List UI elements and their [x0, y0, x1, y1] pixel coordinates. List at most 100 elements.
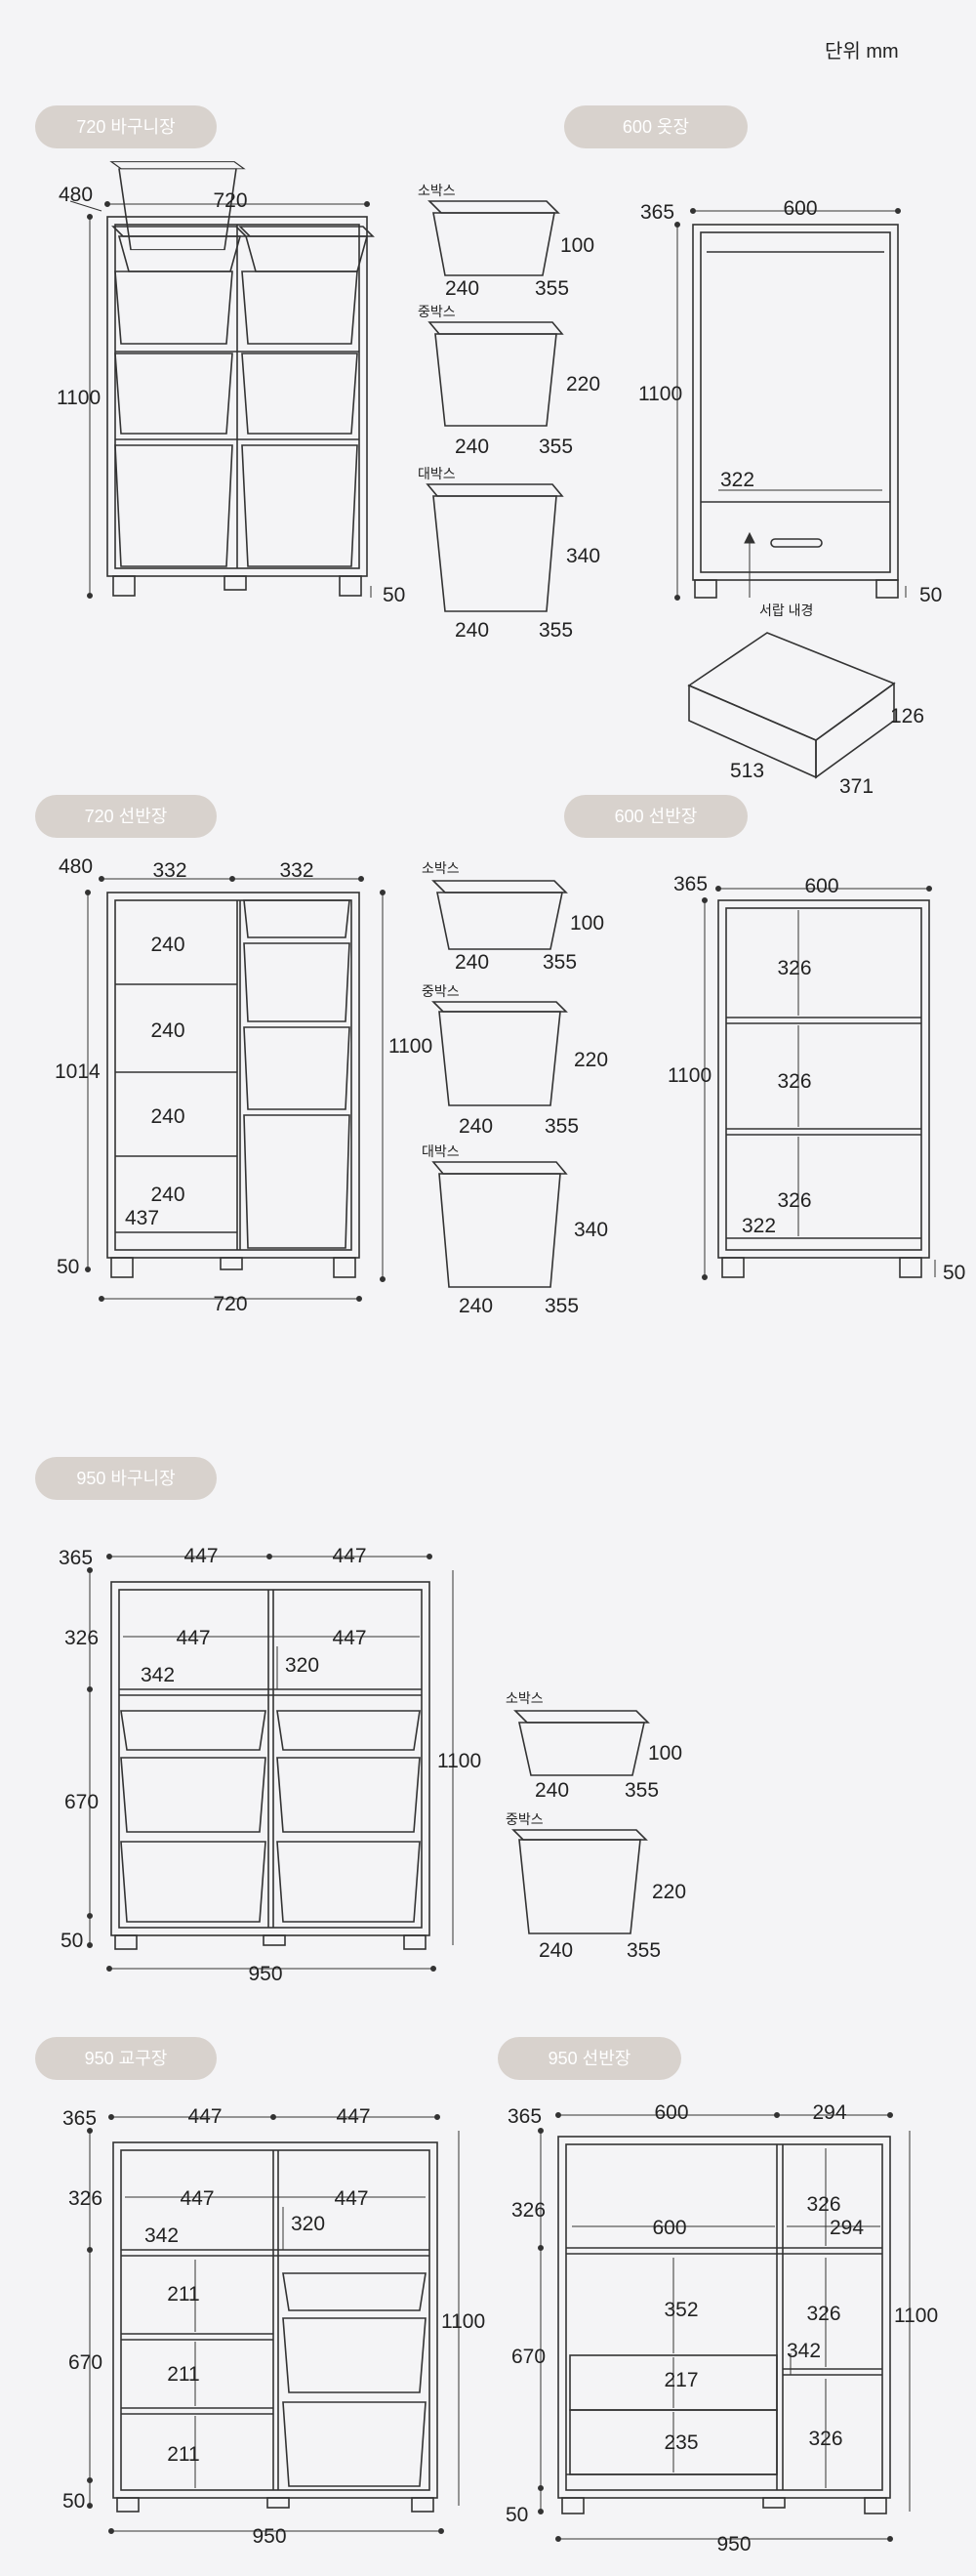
s7-left-shelf-3: 235 — [664, 2431, 698, 2454]
s1-depth: 480 — [59, 184, 93, 206]
s5-w-right: 447 — [332, 1545, 366, 1567]
drawer-height: 126 — [890, 705, 924, 727]
s6-h-top: 326 — [68, 2187, 102, 2210]
s7-d1: 342 — [787, 2340, 821, 2362]
s3-foot: 50 — [57, 1256, 79, 1278]
box-large-2-w: 240 — [459, 1295, 493, 1317]
s6-shelf-2: 211 — [167, 2363, 199, 2386]
box-small-1-w: 240 — [445, 277, 479, 300]
cabinet-720-basket — [106, 160, 374, 597]
box-large-2-name: 대박스 — [422, 1143, 460, 1159]
box-small-1 — [427, 200, 560, 276]
drawer-interior — [687, 632, 896, 779]
s1-width: 720 — [213, 189, 247, 212]
s7-h-top: 326 — [511, 2199, 546, 2222]
s7-h-mid: 670 — [511, 2346, 546, 2368]
section-title-720-shelf: 720 선반장 — [35, 795, 217, 838]
s6-shelf-1: 211 — [167, 2283, 199, 2306]
box-medium-3-d: 355 — [627, 1939, 661, 1962]
section-title-950-basket: 950 바구니장 — [35, 1457, 217, 1500]
s7-w-left: 600 — [654, 2101, 688, 2124]
box-small-3-d: 355 — [625, 1779, 659, 1802]
box-large-2-h: 340 — [574, 1219, 608, 1241]
box-small-3-name: 소박스 — [506, 1690, 544, 1706]
cabinet-720-shelf — [106, 892, 360, 1278]
s7-foot: 50 — [506, 2504, 528, 2526]
s2-height: 1100 — [638, 383, 682, 405]
box-medium-2-d: 355 — [545, 1115, 579, 1138]
box-large-2 — [431, 1161, 568, 1288]
s7-depth: 365 — [508, 2105, 542, 2128]
cabinet-950-teaching — [112, 2141, 438, 2513]
s5-w-left: 447 — [183, 1545, 218, 1567]
drawer-label: 서랍 내경 — [759, 602, 813, 618]
s7-width: 950 — [716, 2533, 751, 2555]
s4-shelf-1: 326 — [777, 957, 811, 979]
s7-height: 1100 — [894, 2305, 938, 2327]
s3-w-right: 332 — [279, 859, 313, 882]
box-small-3-h: 100 — [648, 1742, 682, 1765]
box-medium-1-w: 240 — [455, 436, 489, 458]
s5-in-left: 447 — [176, 1627, 210, 1649]
s7-right-shelf-1: 326 — [806, 2193, 840, 2216]
box-small-2-w: 240 — [455, 951, 489, 974]
box-medium-3 — [511, 1829, 648, 1934]
s2-foot: 50 — [919, 584, 942, 606]
box-small-2 — [431, 880, 568, 950]
box-medium-2-w: 240 — [459, 1115, 493, 1138]
s3-w-left: 332 — [152, 859, 186, 882]
s5-foot: 50 — [61, 1930, 83, 1952]
s5-d1: 342 — [141, 1664, 175, 1686]
s6-width: 950 — [252, 2525, 286, 2548]
s7-right-shelf-2: 326 — [806, 2303, 840, 2325]
s4-width: 600 — [804, 875, 838, 897]
s5-d2: 320 — [285, 1654, 319, 1677]
s6-d1: 342 — [144, 2224, 179, 2247]
box-large-1 — [426, 483, 564, 612]
s4-foot: 50 — [943, 1262, 965, 1284]
s5-h-mid: 670 — [64, 1791, 99, 1813]
box-small-2-name: 소박스 — [422, 860, 460, 876]
s1-foot: 50 — [383, 584, 405, 606]
s1-height: 1100 — [57, 387, 101, 409]
box-large-1-d: 355 — [539, 619, 573, 642]
box-small-1-name: 소박스 — [418, 183, 456, 198]
s4-depth: 365 — [673, 873, 708, 895]
s5-in-right: 447 — [332, 1627, 366, 1649]
box-small-3-w: 240 — [535, 1779, 569, 1802]
s5-width: 950 — [248, 1963, 282, 1985]
box-small-1-h: 100 — [560, 234, 594, 257]
cabinet-950-shelf — [557, 2136, 891, 2514]
box-medium-2-h: 220 — [574, 1049, 608, 1071]
drawer-depth: 371 — [839, 775, 874, 798]
s6-shelf-3: 211 — [167, 2443, 199, 2466]
box-medium-1-h: 220 — [566, 373, 600, 395]
s7-in-right: 294 — [830, 2217, 864, 2239]
s4-inner: 322 — [742, 1215, 776, 1237]
s6-d2: 320 — [291, 2213, 325, 2235]
s3-total-height: 1100 — [388, 1035, 432, 1058]
s6-in-right: 447 — [334, 2187, 368, 2210]
cabinet-950-basket — [110, 1581, 430, 1950]
box-large-2-d: 355 — [545, 1295, 579, 1317]
s5-depth: 365 — [59, 1547, 93, 1569]
s5-h-top: 326 — [64, 1627, 99, 1649]
s6-height: 1100 — [441, 2310, 485, 2333]
box-medium-3-name: 중박스 — [506, 1811, 544, 1827]
box-large-1-name: 대박스 — [418, 466, 456, 481]
s4-shelf-2: 326 — [777, 1070, 811, 1093]
s6-h-mid: 670 — [68, 2351, 102, 2374]
box-small-3 — [513, 1710, 650, 1776]
box-medium-2 — [431, 1001, 568, 1106]
s6-depth: 365 — [62, 2107, 97, 2130]
s3-inner-height: 1014 — [55, 1060, 101, 1083]
s2-inner: 322 — [720, 469, 754, 491]
section-title-600-shelf: 600 선반장 — [564, 795, 748, 838]
s3-shelf-2: 240 — [150, 1019, 184, 1042]
s3-shelf-1: 240 — [150, 934, 184, 956]
s6-w-right: 447 — [336, 2105, 370, 2128]
s7-right-shelf-3: 326 — [808, 2428, 842, 2450]
s6-foot: 50 — [62, 2490, 85, 2513]
s7-left-shelf-1: 352 — [664, 2299, 698, 2321]
